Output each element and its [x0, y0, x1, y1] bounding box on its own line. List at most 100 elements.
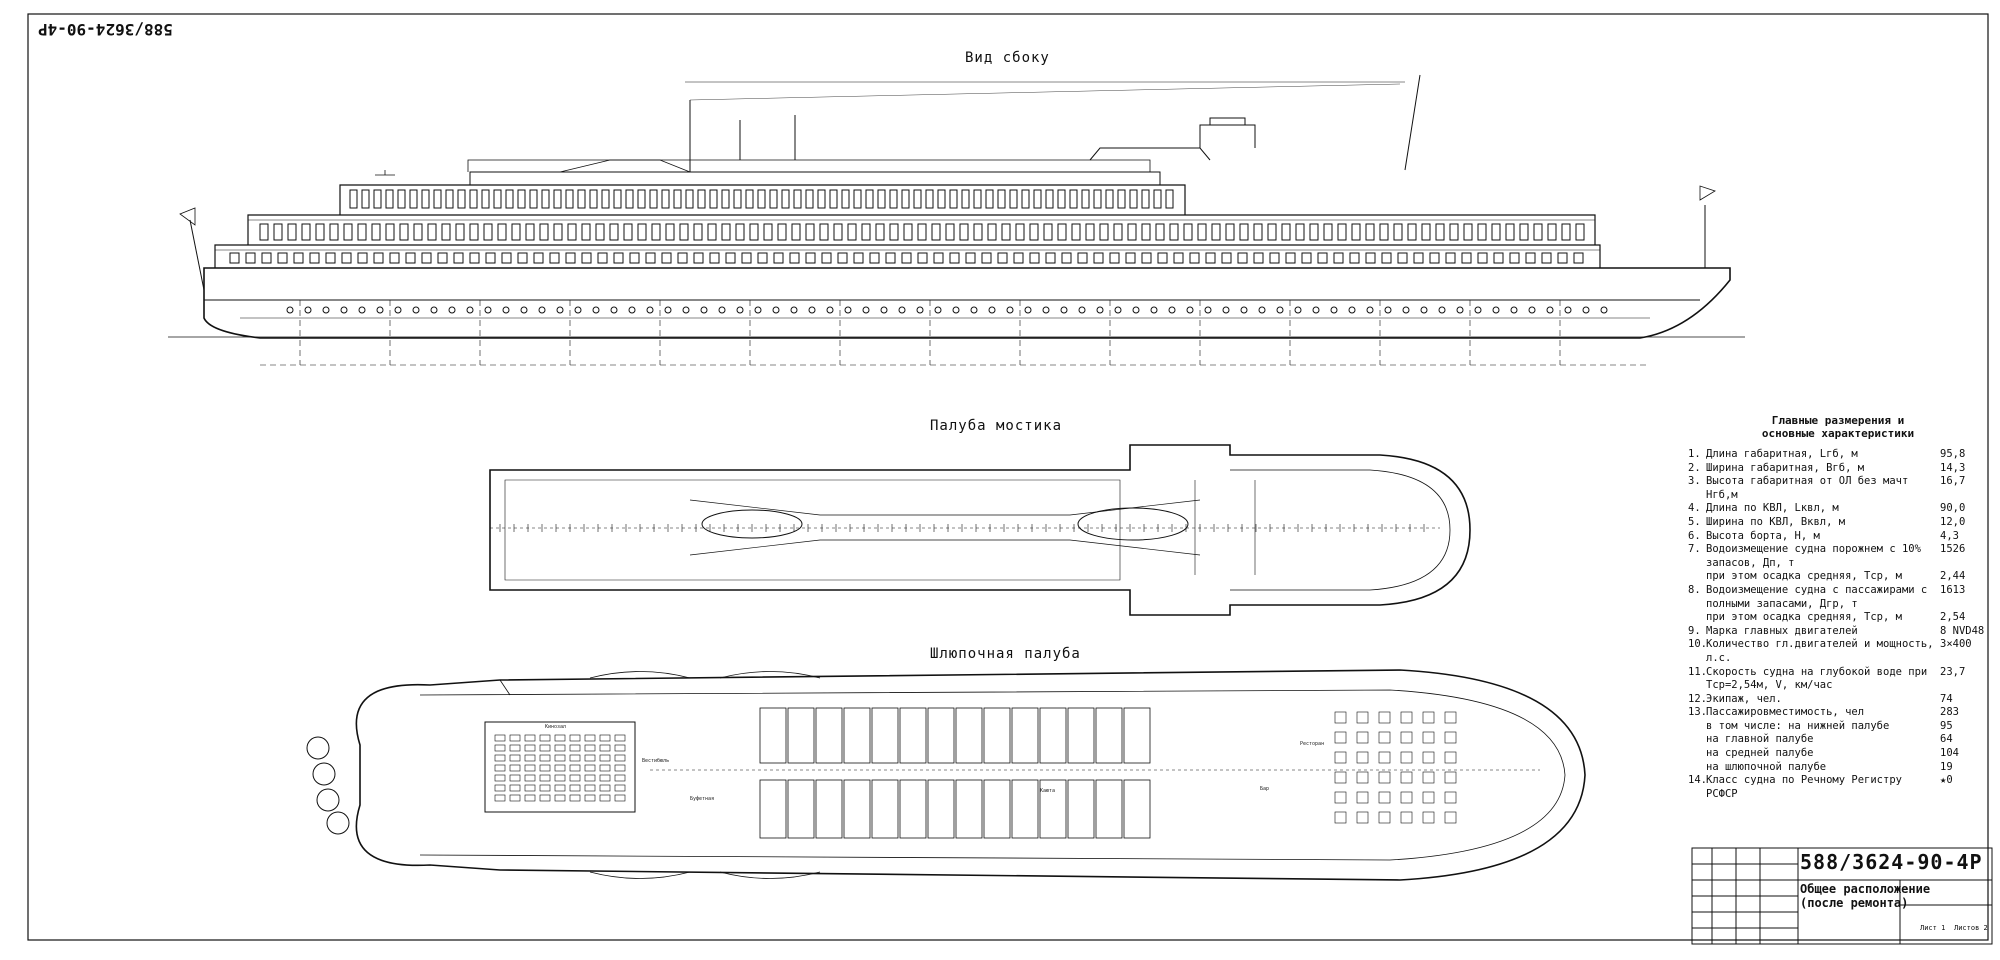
window — [917, 252, 928, 264]
window — [399, 223, 409, 241]
window — [1009, 189, 1018, 209]
window — [1129, 189, 1138, 209]
window — [973, 223, 983, 241]
restaurant-table — [1444, 771, 1457, 784]
spec-label: Высота габаритная от ОЛ без мачт Hгб,м — [1706, 475, 1915, 501]
seat — [539, 794, 551, 802]
window — [1069, 189, 1078, 209]
window — [1463, 223, 1473, 241]
window — [997, 252, 1008, 264]
window — [1519, 223, 1529, 241]
window — [735, 223, 745, 241]
window — [421, 252, 432, 264]
window — [629, 252, 640, 264]
window — [341, 252, 352, 264]
window — [1253, 252, 1264, 264]
spec-value: 90,0 — [1940, 502, 1966, 515]
window — [661, 189, 670, 209]
window — [1165, 189, 1174, 209]
porthole — [1456, 306, 1464, 314]
cinema-hall — [484, 721, 636, 813]
window — [1561, 223, 1571, 241]
porthole — [520, 306, 528, 314]
window — [469, 189, 478, 209]
window — [679, 223, 689, 241]
porthole — [574, 306, 582, 314]
spec-value: 2,44 — [1940, 570, 1966, 583]
window — [293, 252, 304, 264]
spec-value: 4,3 — [1940, 529, 1959, 542]
porthole — [970, 306, 978, 314]
spec-number: 11. — [1688, 665, 1707, 678]
window — [1491, 223, 1501, 241]
porthole — [898, 306, 906, 314]
specs-title-line1: Главные размерения и — [1771, 414, 1905, 427]
window — [409, 189, 418, 209]
window — [1397, 252, 1408, 264]
window — [661, 252, 672, 264]
porthole — [466, 306, 474, 314]
window — [829, 189, 838, 209]
window — [1301, 252, 1312, 264]
window — [745, 189, 754, 209]
window — [301, 223, 311, 241]
seat — [614, 794, 626, 802]
seat — [494, 764, 506, 772]
porthole — [358, 306, 366, 314]
porthole — [1204, 306, 1212, 314]
title-block-sheet: Лист 1 — [1920, 924, 1946, 932]
window — [861, 223, 871, 241]
spec-label: Ширина габаритная, Bгб, м — [1706, 461, 1865, 474]
window — [373, 189, 382, 209]
spec-number: 1. — [1688, 448, 1701, 460]
seat — [494, 734, 506, 742]
cabin-bottom — [983, 779, 1011, 839]
window — [613, 252, 624, 264]
spec-row: 12.Экипаж, чел.74 — [1688, 693, 1988, 707]
window — [1547, 223, 1557, 241]
window — [517, 252, 528, 264]
seat — [614, 774, 626, 782]
window — [541, 189, 550, 209]
spec-label: Экипаж, чел. — [1706, 692, 1782, 705]
restaurant-table — [1400, 811, 1413, 824]
porthole — [286, 306, 294, 314]
porthole — [484, 306, 492, 314]
seat — [554, 734, 566, 742]
seat — [614, 744, 626, 752]
window — [645, 252, 656, 264]
spec-number: 9. — [1688, 624, 1701, 637]
seat — [524, 734, 536, 742]
window — [229, 252, 240, 264]
title-block-grid — [1691, 847, 1993, 945]
restaurant-table — [1444, 751, 1457, 764]
window — [709, 252, 720, 264]
seat — [524, 744, 536, 752]
seat — [524, 774, 536, 782]
spec-label: при этом осадка средняя, Tср, м — [1706, 570, 1902, 583]
porthole — [502, 306, 510, 314]
window — [493, 189, 502, 209]
spec-label: Водоизмещение судна с пассажирами с полн… — [1706, 583, 1934, 610]
spec-label: Длина по КВЛ, Lквл, м — [1706, 502, 1839, 515]
window — [677, 252, 688, 264]
title-block: 588/3624-90-4Р Общее расположение (после… — [1692, 848, 1992, 944]
portholes-side — [286, 306, 1608, 314]
window — [1141, 189, 1150, 209]
porthole — [430, 306, 438, 314]
window — [889, 189, 898, 209]
window — [651, 223, 661, 241]
window — [637, 189, 646, 209]
spec-number: 3. — [1688, 475, 1701, 488]
window — [805, 189, 814, 209]
porthole — [1546, 306, 1554, 314]
porthole — [700, 306, 708, 314]
spec-label: в том числе: на нижней палубе — [1706, 719, 1890, 732]
porthole — [862, 306, 870, 314]
spec-label: Высота борта, H, м — [1706, 529, 1820, 542]
window — [961, 189, 970, 209]
